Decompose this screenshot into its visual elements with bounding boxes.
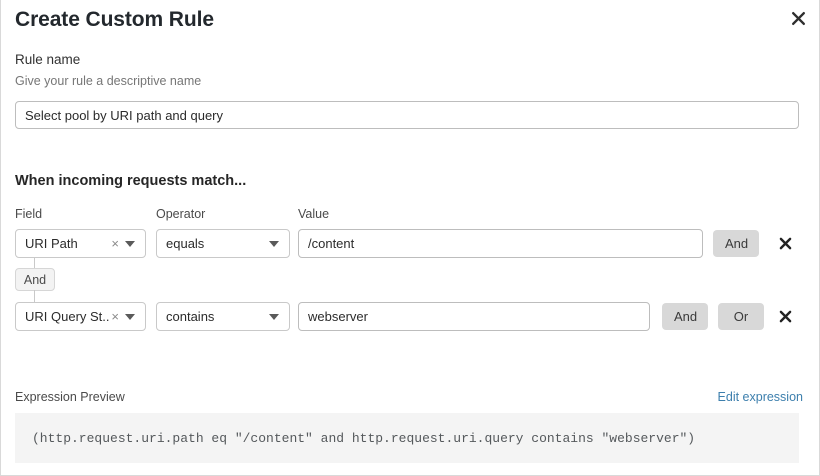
chevron-down-icon[interactable] (125, 313, 135, 320)
rule-name-label: Rule name (15, 52, 81, 67)
edit-expression-link[interactable]: Edit expression (717, 390, 803, 404)
clear-icon[interactable]: × (111, 309, 119, 324)
remove-condition-button-row-1[interactable] (774, 232, 796, 254)
rule-name-input[interactable] (15, 101, 799, 129)
expression-preview-text: (http.request.uri.path eq "/content" and… (32, 430, 696, 446)
column-header-field: Field (15, 207, 43, 221)
chevron-down-icon[interactable] (269, 313, 279, 320)
field-select-row-2-value: URI Query St... (25, 309, 110, 324)
chevron-down-icon[interactable] (269, 240, 279, 247)
conditions-heading: When incoming requests match... (15, 173, 247, 189)
close-icon[interactable] (786, 6, 810, 30)
expression-preview-box: (http.request.uri.path eq "/content" and… (15, 413, 799, 463)
operator-select-row-2[interactable]: contains (156, 302, 290, 331)
remove-condition-button-row-2[interactable] (774, 305, 796, 327)
connector-line-bottom (34, 290, 35, 302)
value-input-row-1[interactable] (298, 229, 703, 258)
operator-select-row-1[interactable]: equals (156, 229, 290, 258)
connector-line-top (34, 258, 35, 269)
dialog-title: Create Custom Rule (15, 8, 214, 31)
field-select-row-2[interactable]: URI Query St... × (15, 302, 146, 331)
field-select-row-1-value: URI Path (25, 236, 78, 251)
value-input-row-2[interactable] (298, 302, 650, 331)
field-select-row-1[interactable]: URI Path × (15, 229, 146, 258)
operator-select-row-1-value: equals (166, 236, 205, 251)
column-header-value: Value (298, 207, 330, 221)
chevron-down-icon[interactable] (125, 240, 135, 247)
group-connector-and-badge[interactable]: And (15, 268, 55, 291)
and-button-row-1[interactable]: And (713, 230, 759, 257)
and-button-row-2[interactable]: And (662, 303, 708, 330)
expression-preview-label: Expression Preview (15, 390, 125, 404)
operator-select-row-2-value: contains (166, 309, 215, 324)
rule-name-help-text: Give your rule a descriptive name (15, 74, 202, 88)
or-button-row-2[interactable]: Or (718, 303, 764, 330)
column-header-operator: Operator (156, 207, 206, 221)
clear-icon[interactable]: × (111, 236, 119, 251)
